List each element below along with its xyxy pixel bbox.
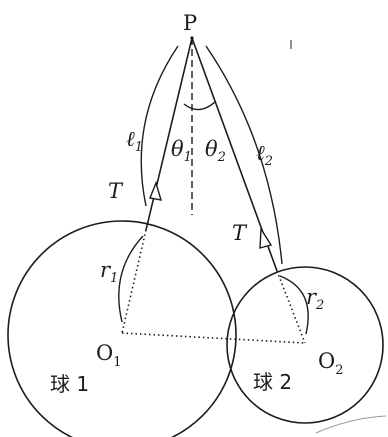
length-2-arc (205, 45, 283, 265)
radius-2-arc (279, 275, 309, 335)
radius-2-dotted (276, 270, 306, 344)
label-ball-1: 球 1 (50, 372, 89, 396)
center-line-dotted (121, 332, 306, 344)
label-angle-2: θ2 (205, 137, 226, 165)
tension-2-arrow-icon (259, 226, 273, 249)
radius-1-arc (118, 235, 144, 323)
string-1 (145, 37, 193, 231)
ball-1-circle (7, 220, 237, 437)
tension-1-arrow-icon (149, 180, 162, 201)
label-length-1: ℓ1 (126, 127, 143, 155)
label-center-2: O2 (318, 349, 344, 378)
ball-2-circle (226, 266, 384, 424)
label-angle-1: θ1 (171, 137, 192, 165)
label-length-2: ℓ2 (256, 141, 273, 169)
radius-1-dotted (121, 229, 147, 334)
label-radius-1: r1 (100, 258, 118, 286)
label-point-p: P (183, 11, 197, 35)
label-ball-2: 球 2 (253, 370, 292, 394)
angle-arc (183, 101, 216, 111)
label-tension-2: T (232, 221, 248, 245)
scan-mark-2 (315, 415, 387, 434)
label-radius-2: r2 (306, 285, 324, 313)
label-tension-1: T (108, 179, 124, 203)
label-center-1: O1 (96, 341, 122, 370)
point-p-dot (190, 36, 194, 40)
length-1-arc (140, 45, 179, 207)
